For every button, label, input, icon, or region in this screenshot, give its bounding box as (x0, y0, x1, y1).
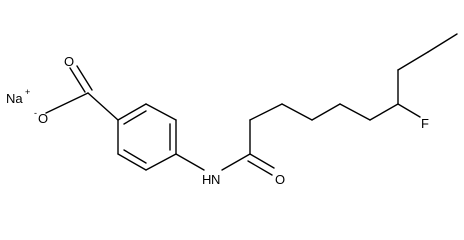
molecule-diagram: Na + O - O H N O F (6, 33, 458, 187)
ring-inner-bond-1 (123, 110, 147, 125)
bond-c-o-double-a (69, 67, 86, 93)
ring-bond-4 (145, 153, 177, 171)
chain-bond-4 (311, 103, 341, 121)
ring-bond-1 (117, 103, 147, 121)
fluorine-label: F (421, 116, 429, 131)
bond-c-o-single (45, 92, 89, 114)
chain-bond-2 (249, 103, 283, 121)
carboxylate-oxygen-bottom: O (38, 111, 48, 126)
bond-c-f (397, 103, 421, 118)
bond-carboxyl-ring (87, 92, 119, 121)
bond-c-o-double-b (76, 65, 93, 91)
carboxylate-oxygen-charge: - (34, 108, 37, 118)
sodium-charge: + (25, 87, 30, 97)
ring-bond-2 (145, 103, 177, 121)
amide-n-label: N (211, 172, 220, 187)
chain-bond-5 (339, 103, 371, 121)
bond-n-c (221, 153, 251, 171)
ring-inner-bond-3 (123, 149, 147, 164)
amide-h-label: H (202, 172, 211, 187)
chain-bond-6 (369, 103, 399, 121)
sodium-label: Na (6, 91, 23, 106)
bond-ring-n (175, 153, 205, 171)
amide-oxygen-label: O (275, 172, 285, 187)
chain-bond-8 (397, 51, 429, 71)
bond-c-o-amide-b (247, 160, 273, 176)
atom-labels: Na + O - O H N O F (6, 54, 429, 187)
ring-bond-5 (117, 153, 147, 171)
chain-bond-9 (427, 33, 458, 53)
bond-c-o-amide-a (249, 153, 275, 169)
bonds (45, 33, 458, 176)
carboxylate-oxygen-top: O (64, 54, 74, 69)
chain-bond-3 (281, 103, 313, 121)
